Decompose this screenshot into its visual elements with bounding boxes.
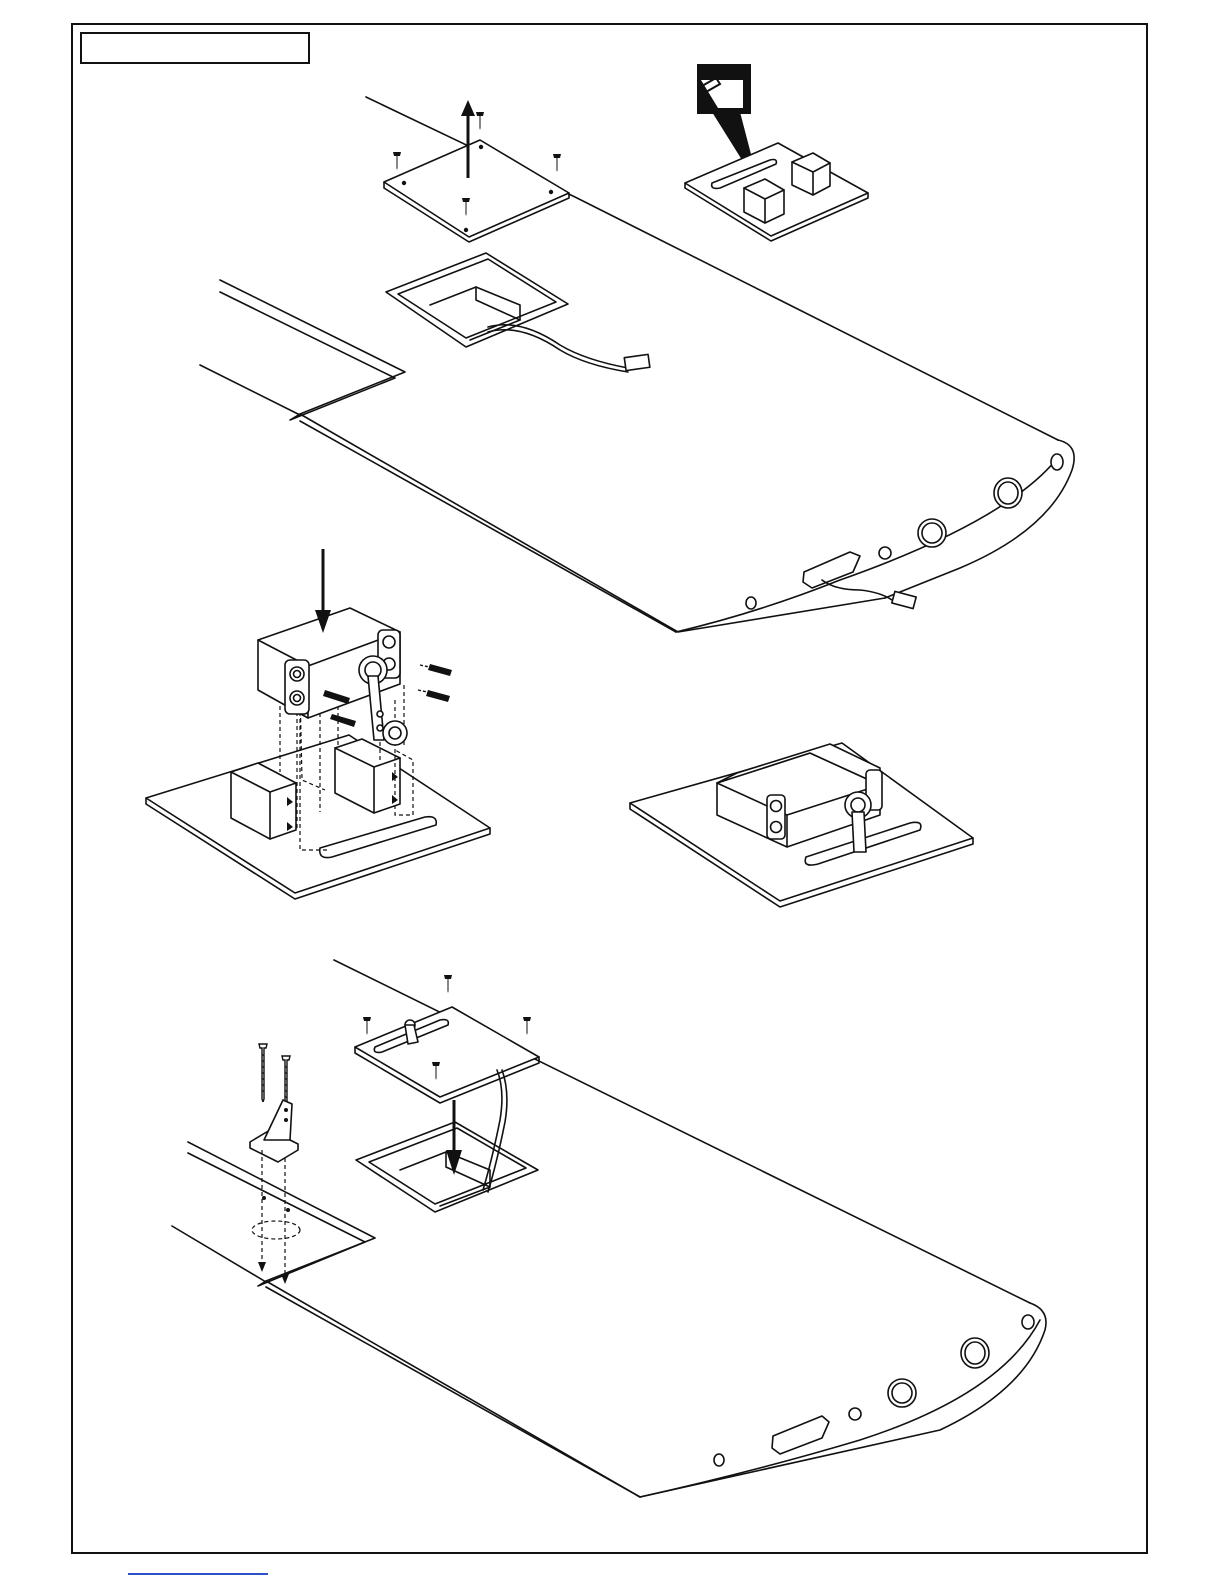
servo-mounted-assembly <box>630 743 973 907</box>
detail-inset <box>685 64 868 241</box>
servo-mounting-exploded <box>146 549 490 899</box>
footer-link-underline[interactable] <box>128 1573 268 1575</box>
wing-panel-upper <box>200 97 1074 632</box>
wing-panel-lower <box>172 960 1046 1497</box>
